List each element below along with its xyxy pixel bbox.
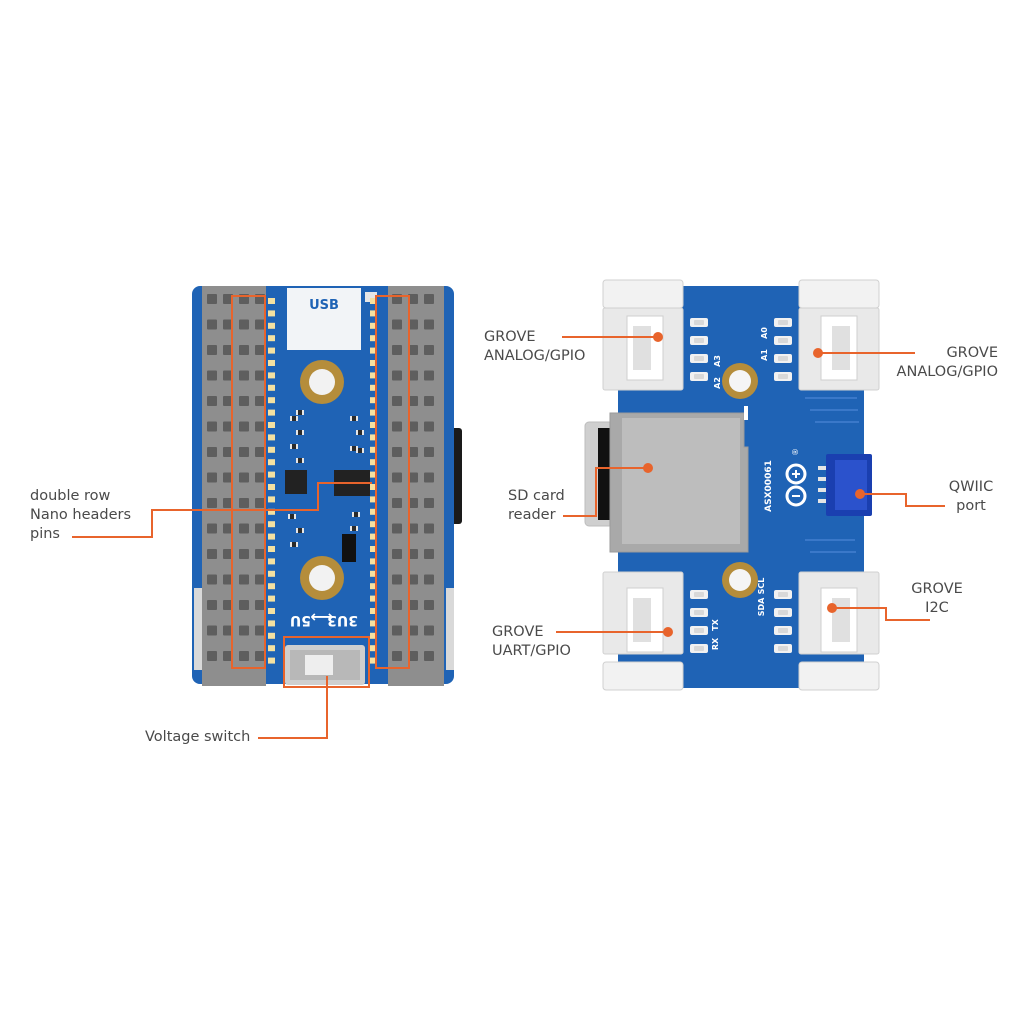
leader-headers-right [242, 482, 372, 511]
callout-voltage-switch: Voltage switch [145, 729, 251, 745]
label-3v3: 3U3 [327, 612, 358, 628]
dot-grove-i2c [827, 603, 837, 613]
status-led [365, 292, 377, 302]
left-edge-connector [194, 588, 202, 670]
pin-label-rx: RX [711, 637, 720, 650]
pin-label-a3: A3 [713, 355, 722, 367]
pin-label-a1: A1 [760, 349, 769, 361]
usb-area [287, 288, 361, 350]
left-header-pins [207, 294, 265, 661]
pin-label-tx: TX [711, 618, 720, 630]
right-header-pins [392, 294, 434, 661]
grove-connector-i2c [798, 571, 880, 691]
callout-sd-card: SD card reader [508, 488, 565, 523]
left-solder-pads [268, 298, 275, 664]
dot-grove-analog-right [813, 348, 823, 358]
callout-grove-analog-left: GROVE ANALOG/GPIO [484, 329, 586, 364]
callout-headers: double row Nano headers pins [30, 488, 132, 542]
callout-dots [643, 332, 865, 637]
right-edge-connector [446, 588, 454, 670]
pcb-traces [805, 397, 859, 553]
leader-voltage-switch [258, 676, 328, 739]
highlight-left-header [231, 295, 266, 669]
right-board: A0 A1 A2 A3 SDA SCL RX TX ASX00061 ® [584, 279, 880, 691]
smd-components [288, 410, 364, 547]
qwiic-port [818, 454, 872, 516]
grove-connector-a0-a1 [798, 279, 880, 391]
pin-label-sda: SDA [757, 597, 766, 616]
left-board: USB 5U ⟷ 3U3 [192, 286, 462, 688]
leader-qwiic [860, 493, 945, 507]
callout-grove-analog-right: GROVE ANALOG/GPIO [896, 345, 998, 380]
callout-qwiic: QWIIC port [948, 479, 994, 514]
dot-sd-card [643, 463, 653, 473]
pin-label-a2: A2 [713, 377, 722, 389]
dot-grove-uart [663, 627, 673, 637]
callout-grove-uart: GROVE UART/GPIO [492, 624, 571, 659]
voltage-arrow-icon: ⟷ [311, 607, 334, 626]
usb-label: USB [309, 298, 339, 313]
leader-grove-i2c [832, 607, 930, 621]
ic-chip-left [285, 470, 307, 494]
part-number: ASX00061 [764, 460, 774, 512]
label-5v: 5U [290, 612, 311, 628]
leader-headers-left [72, 509, 242, 538]
dot-qwiic [855, 489, 865, 499]
pin-label-a0: A0 [760, 327, 769, 339]
grove-connector-uart [602, 571, 684, 691]
registered-mark: ® [791, 448, 800, 456]
switch-knob [305, 655, 333, 675]
grove-connector-a2-a3 [602, 279, 684, 391]
highlight-right-header [375, 295, 410, 669]
callout-grove-i2c: GROVE I2C [911, 581, 963, 616]
dot-grove-analog-left [653, 332, 663, 342]
sd-card-reader [584, 406, 749, 553]
ic-chip-small [342, 534, 356, 562]
callout-lines [72, 336, 945, 739]
arduino-logo-icon [785, 463, 807, 507]
grove-solder-pads [690, 318, 792, 653]
leader-sd-card [563, 467, 648, 517]
pin-label-scl: SCL [757, 578, 766, 595]
right-solder-pads [370, 298, 377, 664]
